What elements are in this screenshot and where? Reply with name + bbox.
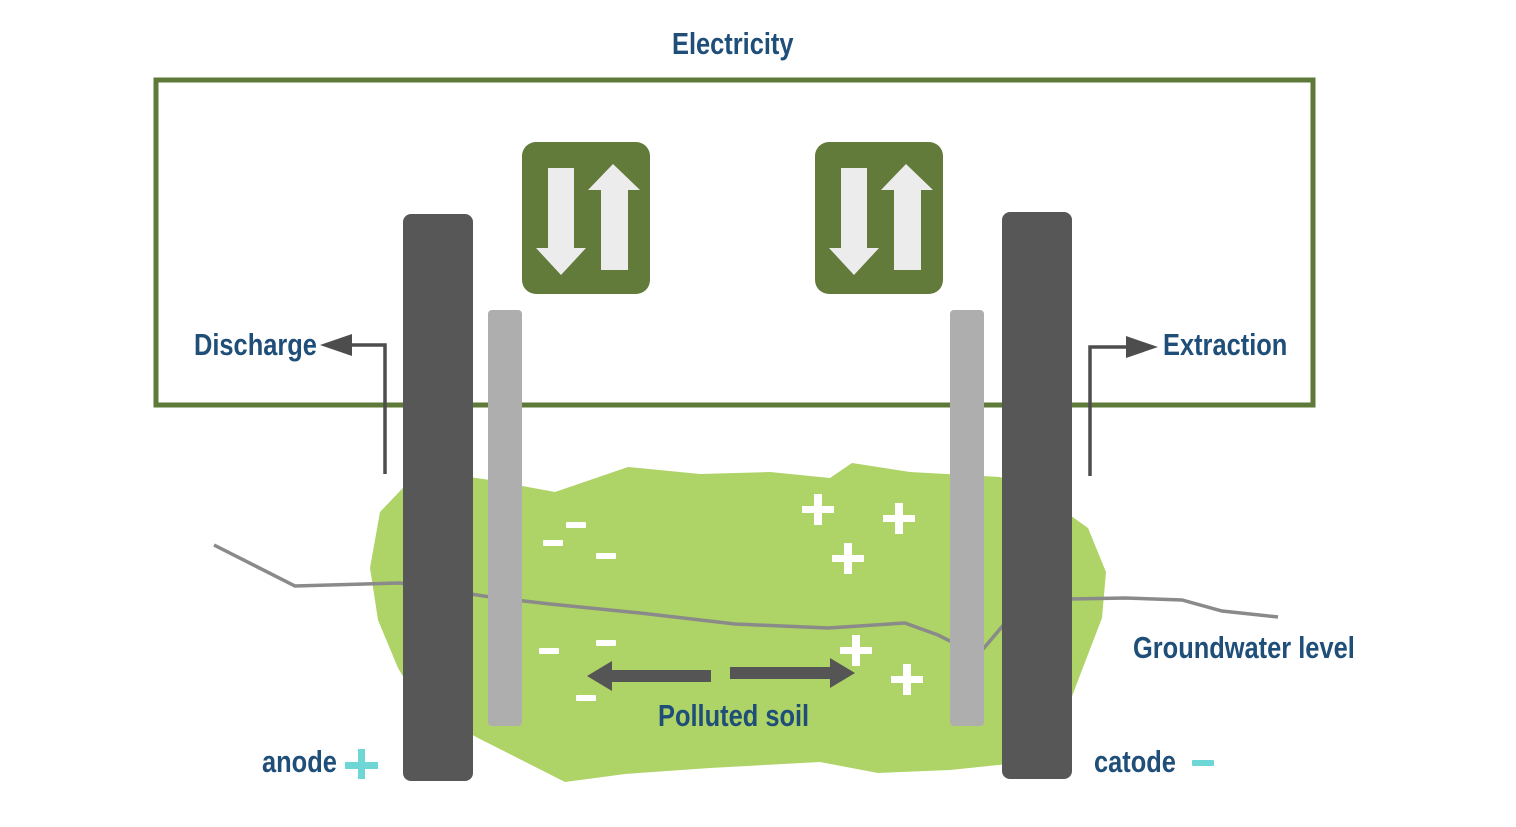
cation-migration-arrow-icon	[730, 658, 855, 688]
catode-minus-icon	[1192, 760, 1214, 766]
minus-icon	[539, 648, 559, 654]
catode-electrode	[1002, 212, 1072, 779]
anode-membrane	[488, 310, 522, 726]
up-arrow-icon	[588, 164, 640, 270]
minus-icon	[596, 640, 616, 646]
minus-icon	[566, 522, 586, 528]
plus-icon	[832, 543, 864, 574]
minus-icon	[576, 695, 596, 701]
minus-icon	[596, 553, 616, 559]
catode-membrane	[950, 310, 984, 726]
extraction-pipe	[1088, 345, 1132, 476]
groundwater-level-label: Groundwater level	[1133, 630, 1355, 665]
anode-electrode	[403, 214, 473, 781]
minus-icon	[543, 540, 563, 546]
plus-icon	[802, 494, 834, 525]
electricity-label: Electricity	[672, 26, 794, 61]
plus-icon	[891, 664, 923, 695]
positive-ions	[802, 494, 923, 695]
electric-circuit	[153, 77, 1316, 408]
ion-flow-icon-right	[815, 142, 943, 294]
catode-label: catode	[1094, 744, 1176, 779]
discharge-pipe	[345, 343, 387, 474]
anion-migration-arrow-icon	[587, 661, 711, 691]
up-arrow-icon	[881, 164, 933, 270]
anode-label: anode	[262, 744, 337, 779]
down-arrow-icon	[829, 168, 879, 275]
extraction-arrow-icon	[1126, 336, 1158, 358]
discharge-label: Discharge	[194, 327, 317, 362]
plus-icon	[840, 635, 872, 666]
plus-icon	[883, 503, 915, 534]
ion-flow-icon-left	[522, 142, 650, 294]
anode-plus-icon	[345, 749, 378, 779]
polluted-soil-label: Polluted soil	[658, 698, 810, 733]
negative-ions	[539, 522, 616, 701]
discharge-arrow-icon	[320, 334, 352, 356]
extraction-label: Extraction	[1163, 327, 1288, 362]
down-arrow-icon	[536, 168, 586, 275]
